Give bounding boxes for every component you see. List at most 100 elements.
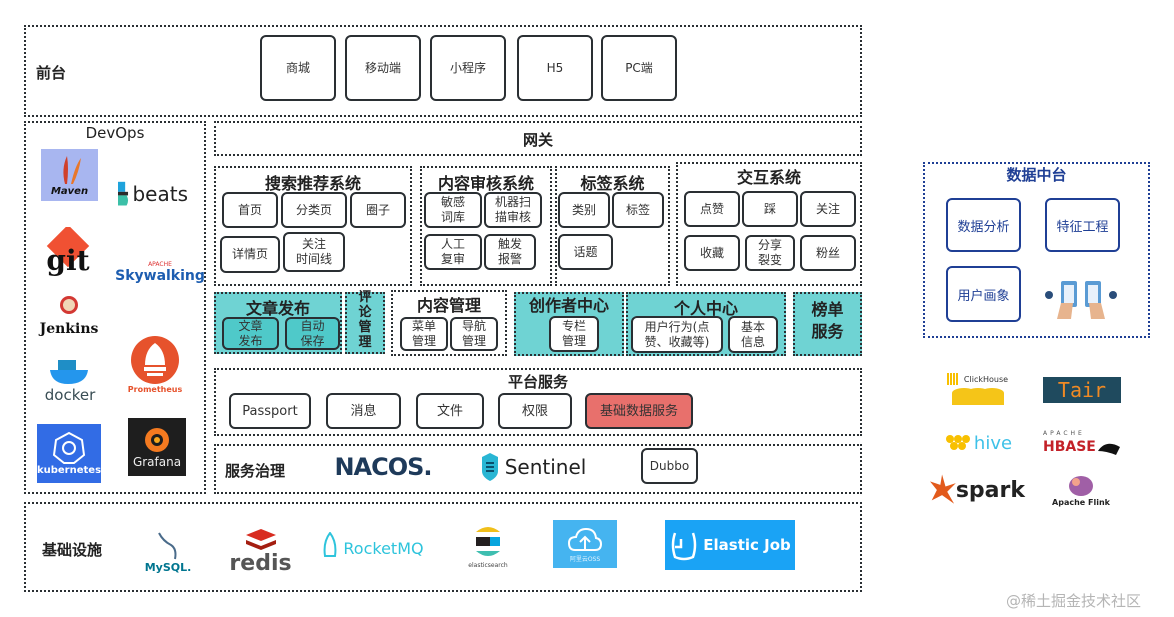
skywalking-apache-text: APACHE: [148, 260, 172, 268]
aliyun-oss-logo: 阿里云OSS: [553, 520, 617, 568]
search-item-category[interactable]: 分类页: [281, 192, 347, 228]
search-item-detail[interactable]: 详情页: [220, 236, 280, 273]
interaction-system-title: 交互系统: [736, 168, 801, 187]
ab-test-illustration: [1042, 272, 1120, 322]
hbase-text: HBASE: [1043, 438, 1096, 455]
frontend-item-miniprogram[interactable]: 小程序: [430, 35, 506, 101]
data-item-analysis[interactable]: 数据分析: [946, 198, 1021, 252]
platform-services-title: 平台服务: [507, 373, 568, 391]
tag-item-category[interactable]: 类别: [558, 192, 610, 228]
kubernetes-icon: [52, 431, 86, 464]
interaction-system-panel: [676, 162, 862, 286]
data-item-feature-engineering[interactable]: 特征工程: [1045, 198, 1120, 252]
frontend-item-mall[interactable]: 商城: [260, 35, 336, 101]
tag-item-tag[interactable]: 标签: [612, 192, 664, 228]
personal-item-basic-info[interactable]: 基本 信息: [728, 316, 778, 353]
beats-icon: [118, 181, 129, 206]
content-item-nav[interactable]: 导航 管理: [450, 317, 498, 351]
audit-item-manual-review[interactable]: 人工 复审: [424, 234, 482, 270]
article-item-autosave[interactable]: 自动 保存: [285, 317, 340, 350]
jenkins-text: Jenkins: [39, 321, 99, 337]
article-item-publish[interactable]: 文章 发布: [222, 317, 279, 350]
search-item-circle[interactable]: 圈子: [350, 192, 406, 228]
interaction-item-dislike[interactable]: 踩: [742, 191, 798, 227]
hive-logo: hive: [938, 428, 1018, 458]
prometheus-text: Prometheus: [127, 384, 183, 394]
rocket-icon: [323, 532, 337, 557]
nacos-text: NACOS.: [334, 453, 432, 481]
frontend-layer: [24, 25, 862, 117]
search-item-home[interactable]: 首页: [222, 192, 278, 228]
infrastructure-label: 基础设施: [42, 541, 103, 559]
docker-icon: [50, 360, 88, 384]
gateway-layer: [214, 121, 862, 156]
search-system-title: 搜索推荐系统: [264, 174, 361, 193]
interaction-item-share[interactable]: 分享 裂变: [745, 235, 795, 271]
audit-system-title: 内容审核系统: [437, 174, 534, 193]
audit-system-panel: [420, 166, 552, 286]
hive-icon: [945, 435, 970, 450]
data-item-user-profile[interactable]: 用户画象: [946, 266, 1021, 322]
personal-item-behavior[interactable]: 用户行为(点 赞、收藏等): [631, 316, 723, 353]
tag-item-topic[interactable]: 话题: [558, 234, 613, 270]
interaction-item-follow[interactable]: 关注: [800, 191, 856, 227]
docker-logo: docker: [42, 354, 98, 406]
gateway-label: 网关: [522, 131, 553, 149]
jenkins-logo: Jenkins: [36, 291, 102, 341]
aliyun-oss-text: 阿里云OSS: [569, 555, 601, 563]
content-item-menu[interactable]: 菜单 管理: [400, 317, 448, 351]
interaction-item-fans[interactable]: 粉丝: [800, 235, 856, 271]
hbase-apache-text: APACHE: [1043, 429, 1085, 437]
elastic-job-logo: Elastic Job: [665, 520, 795, 570]
ranking-panel: [793, 292, 862, 356]
elasticsearch-text: elasticsearch: [468, 561, 508, 569]
article-publish-title: 文章发布: [245, 299, 310, 318]
squirrel-icon: [1069, 475, 1093, 496]
grafana-text: Grafana: [132, 455, 182, 469]
ranking-title: 榜单 服务: [811, 300, 844, 341]
hive-text: hive: [973, 432, 1013, 454]
platform-item-message[interactable]: 消息: [326, 393, 401, 429]
git-text: git: [46, 244, 90, 277]
frontend-item-pc[interactable]: PC端: [601, 35, 677, 101]
clickhouse-logo: ClickHouse: [940, 368, 1015, 414]
sentinel-text: Sentinel: [504, 455, 587, 479]
frontend-item-h5[interactable]: H5: [517, 35, 593, 101]
redis-logo: redis: [228, 526, 293, 576]
platform-item-base-data[interactable]: 基础数据服务: [585, 393, 693, 429]
frontend-item-mobile[interactable]: 移动端: [345, 35, 421, 101]
creator-center-title: 创作者中心: [528, 296, 609, 315]
kubernetes-text: kubernetes: [36, 465, 102, 476]
prometheus-icon: [131, 335, 179, 384]
platform-item-permission[interactable]: 权限: [498, 393, 572, 429]
interaction-item-like[interactable]: 点赞: [684, 191, 740, 227]
creator-item-column[interactable]: 专栏 管理: [549, 316, 599, 352]
watermark: @稀土掘金技术社区: [1006, 592, 1142, 610]
infrastructure-layer: [24, 502, 862, 592]
git-icon: [46, 227, 90, 268]
maven-text: Maven: [50, 185, 89, 197]
sentinel-icon: [481, 453, 498, 481]
grafana-icon: [145, 428, 169, 452]
content-mgmt-panel: [391, 290, 507, 356]
audit-item-machine-scan[interactable]: 机器扫 描审核: [484, 192, 542, 228]
service-governance-label: 服务治理: [225, 462, 286, 480]
orca-icon: [1097, 443, 1120, 455]
elasticsearch-icon: [476, 526, 500, 556]
feather-icon: [62, 155, 81, 184]
rocketmq-text: RocketMQ: [343, 538, 424, 558]
audit-item-sensitive-words[interactable]: 敏感 词库: [424, 192, 482, 228]
frontend-label: 前台: [36, 64, 67, 82]
grafana-logo: Grafana: [128, 418, 186, 476]
audit-item-trigger-alarm[interactable]: 触发 报警: [484, 234, 536, 270]
content-mgmt-title: 内容管理: [416, 296, 481, 315]
interaction-item-favorite[interactable]: 收藏: [684, 235, 740, 271]
maven-logo: Maven: [41, 149, 98, 201]
redis-icon: [245, 529, 276, 550]
redis-text: redis: [229, 551, 292, 576]
search-item-follow-timeline[interactable]: 关注 时间线: [283, 232, 345, 272]
governance-item-dubbo[interactable]: Dubbo: [641, 448, 698, 484]
platform-item-file[interactable]: 文件: [416, 393, 484, 429]
data-platform-title: 数据中台: [1006, 166, 1067, 184]
platform-item-passport[interactable]: Passport: [229, 393, 311, 429]
